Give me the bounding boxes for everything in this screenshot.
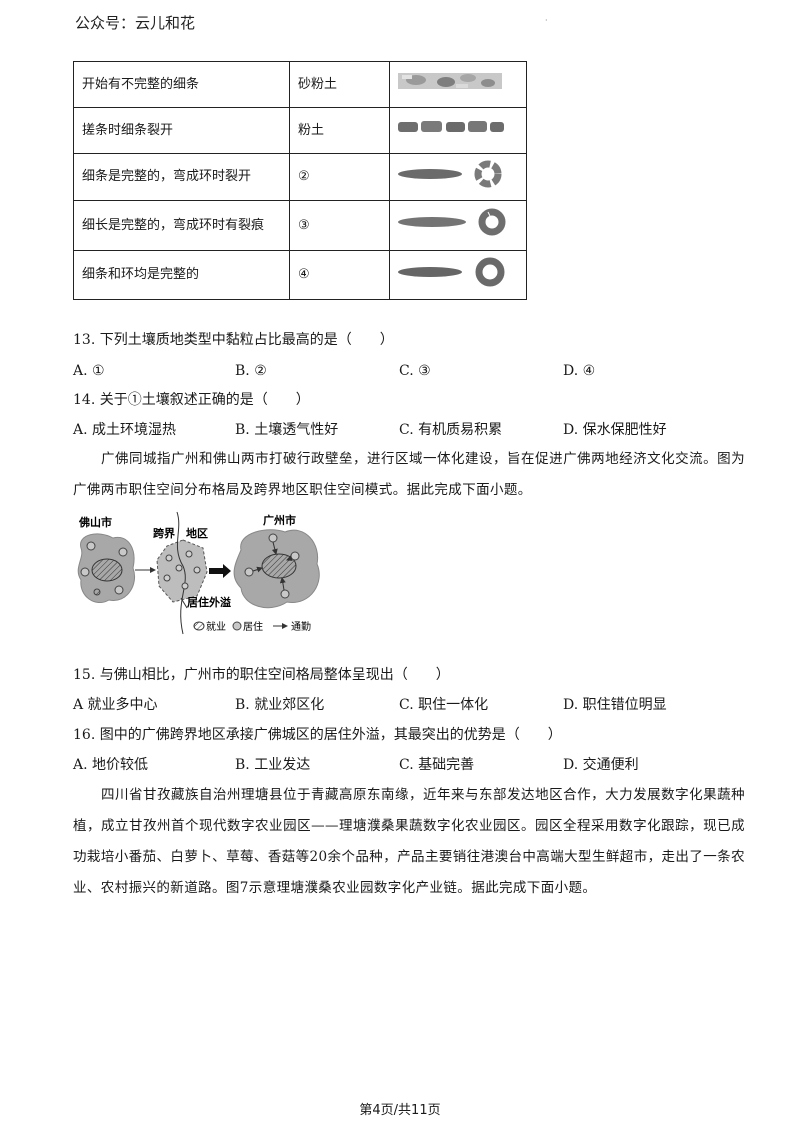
residence-icon: [114, 585, 124, 595]
residence-icon: [280, 589, 290, 599]
table-cell-image: [389, 107, 527, 154]
option-c: C. ③: [399, 363, 431, 379]
residence-icon: [165, 554, 173, 562]
option-b: B. 土壤透气性好: [235, 422, 339, 438]
residence-icon: [268, 533, 278, 543]
legend-employment-icon: [193, 621, 205, 631]
foshan-label: 佛山市: [78, 515, 112, 529]
option-d: D. 保水保肥性好: [563, 422, 667, 438]
residence-icon: [175, 564, 183, 572]
residence-icon: [86, 541, 96, 551]
strip-and-ring-image: [398, 257, 505, 286]
option-d: D. ④: [563, 363, 596, 379]
residence-icon: [185, 550, 193, 558]
speck: ·: [545, 16, 548, 25]
table-cell-description: 细条和环均是完整的: [73, 250, 290, 300]
overflow-label: 居住外溢: [187, 595, 231, 609]
residence-icon: [181, 582, 189, 590]
table-row: 细条和环均是完整的 ④: [73, 250, 527, 300]
passage-litang: 四川省甘孜藏族自治州理塘县位于青藏高原东南缘，近年来与东部发达地区合作，大力发展…: [73, 787, 745, 896]
employment-icon: [93, 588, 101, 596]
cracked-strip-image: [398, 121, 504, 132]
page-number: 第4页/共11页: [359, 1103, 441, 1118]
residence-icon: [290, 551, 300, 561]
option-c: C. 职住一体化: [399, 697, 489, 713]
diqu-label: 地区: [186, 526, 208, 540]
kuajie-label: 跨界: [153, 526, 175, 540]
residence-icon: [193, 566, 201, 574]
table-cell-soil: ④: [289, 250, 390, 300]
table-cell-soil: ③: [289, 200, 390, 251]
residence-icon: [80, 567, 90, 577]
residence-icon: [244, 567, 254, 577]
residence-icon: [163, 574, 171, 582]
strip-and-broken-ring-image: [398, 160, 502, 187]
commute-arrow: [271, 541, 278, 555]
table-cell-description: 细条是完整的，弯成环时裂开: [73, 153, 290, 201]
option-a: A 就业多中心: [73, 697, 158, 713]
commute-arrow: [286, 555, 293, 561]
table-cell-image: [389, 250, 527, 300]
option-c: C. 基础完善: [399, 757, 475, 773]
table-cell-description: 细长是完整的，弯成环时有裂痕: [73, 200, 290, 251]
guangfo-jobs-housing-diagram: 佛山市 跨界 地区 居住外溢 广州市 就业 居住 通勤: [77, 511, 320, 635]
option-a: A. 成土环境湿热: [73, 422, 177, 438]
table-cell-soil: 砂粉土: [289, 61, 390, 108]
big-arrow-icon: [209, 564, 231, 578]
table-row: 细条是完整的，弯成环时裂开 ②: [73, 153, 527, 201]
option-c: C. 有机质易积累: [399, 422, 503, 438]
table-row: 搓条时细条裂开 粉土: [73, 107, 527, 154]
table-cell-image: [389, 61, 527, 108]
foshan-employment-zone: [91, 558, 123, 582]
option-a: A. 地价较低: [73, 757, 149, 773]
option-b: B. 工业发达: [235, 757, 311, 773]
option-b: B. 就业郊区化: [235, 697, 325, 713]
commute-arrow: [252, 566, 263, 573]
commute-arrow: [279, 577, 286, 591]
table-cell-description: 开始有不完整的细条: [73, 61, 290, 108]
table-cell-description: 搓条时细条裂开: [73, 107, 290, 154]
table-cell-image: [389, 153, 527, 201]
table-row: 细长是完整的，弯成环时有裂痕 ③: [73, 200, 527, 251]
table-cell-soil: 粉土: [289, 107, 390, 154]
option-d: D. 职住错位明显: [563, 697, 667, 713]
residence-icon: [118, 547, 128, 557]
legend-residence-icon: [232, 621, 242, 631]
leader-line: [180, 597, 188, 609]
option-a: A. ①: [73, 363, 105, 379]
broken-strip-image: [398, 73, 502, 89]
city-boundary-line: [176, 511, 186, 635]
strip-and-cracked-ring-image: [398, 208, 506, 236]
legend-residence: 居住: [243, 620, 263, 633]
guangzhou-label: 广州市: [263, 513, 296, 527]
question-15-stem: 15. 与佛山相比，广州市的职住空间格局整体呈现出（ ）: [73, 667, 450, 683]
legend-commute: 通勤: [291, 620, 311, 633]
passage-guangfo: 广佛同城指广州和佛山两市打破行政壁垒，进行区域一体化建设，旨在促进广佛两地经济文…: [73, 451, 745, 498]
question-16-stem: 16. 图中的广佛跨界地区承接广佛城区的居住外溢，其最突出的优势是（ ）: [73, 727, 562, 743]
question-13-stem: 13. 下列土壤质地类型中黏粒占比最高的是（ ）: [73, 332, 394, 348]
legend-employment: 就业: [206, 620, 226, 633]
option-b: B. ②: [235, 363, 267, 379]
source-header: 公众号：云儿和花: [75, 14, 196, 32]
option-d: D. 交通便利: [563, 757, 639, 773]
question-14-stem: 14. 关于①土壤叙述正确的是（ ）: [73, 392, 310, 408]
table-row: 开始有不完整的细条 砂粉土: [73, 61, 527, 108]
table-cell-soil: ②: [289, 153, 390, 201]
soil-texture-table: 开始有不完整的细条 砂粉土 搓条时细条裂开 粉土: [73, 61, 527, 300]
table-cell-image: [389, 200, 527, 251]
